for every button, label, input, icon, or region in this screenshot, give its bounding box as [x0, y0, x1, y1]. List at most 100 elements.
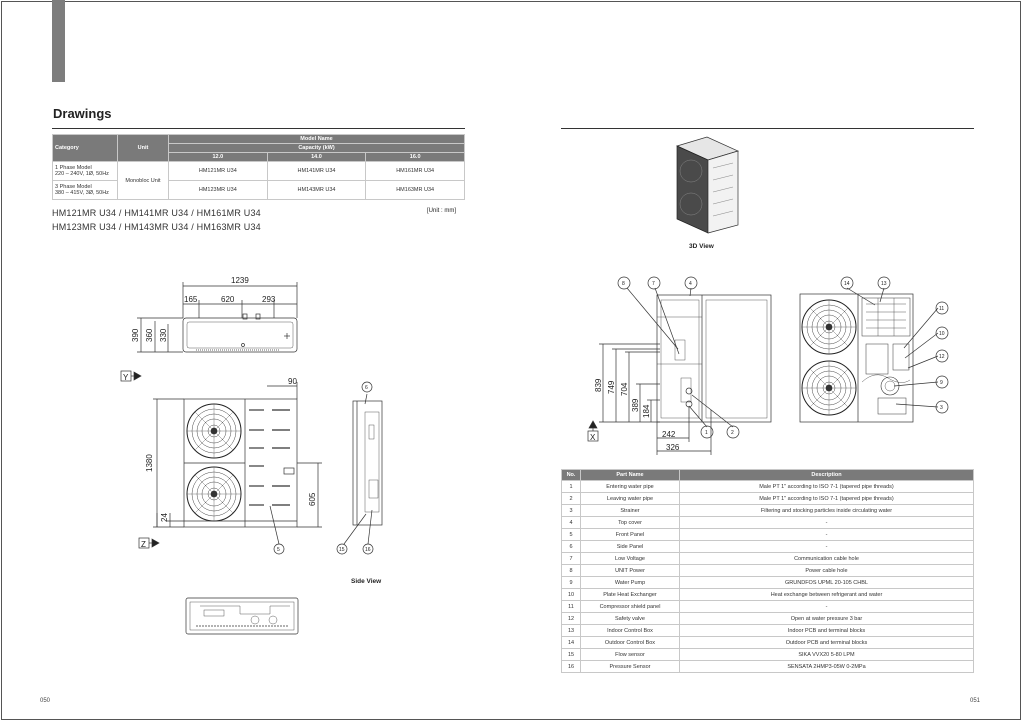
part-number: 2	[561, 492, 581, 505]
part-description: -	[679, 516, 974, 529]
dim-text: 293	[262, 295, 276, 304]
dim-text: 389	[631, 398, 640, 412]
dim-text: 620	[221, 295, 235, 304]
part-name: Plate Heat Exchanger	[580, 588, 680, 601]
part-name: Strainer	[580, 504, 680, 517]
part-number: 9	[561, 576, 581, 589]
callout-label: 12	[939, 354, 945, 360]
part-name: UNIT Power	[580, 564, 680, 577]
part-description: Male PT 1" according to ISO 7-1 (tapered…	[679, 480, 974, 493]
part-number: 3	[561, 504, 581, 517]
dim-text: 1239	[231, 276, 249, 285]
part-name: Water Pump	[580, 576, 680, 589]
part-name: Leaving water pipe	[580, 492, 680, 505]
part-number: 16	[561, 660, 581, 673]
callout-label: 1	[705, 430, 708, 436]
callout-label: 7	[652, 281, 655, 287]
axis-y-marker	[120, 370, 142, 382]
part-description: Outdoor PCB and terminal blocks	[679, 636, 974, 649]
header-category: Category	[52, 134, 118, 162]
callout-label: 2	[731, 430, 734, 436]
part-description: Communication cable hole	[679, 552, 974, 565]
part-name: Side Panel	[580, 540, 680, 553]
callout-label: 14	[844, 281, 850, 287]
dim-text: 839	[594, 378, 603, 392]
part-number: 12	[561, 612, 581, 625]
axis-label-y: Y	[123, 373, 129, 382]
front-view	[153, 382, 322, 555]
title-rule-right	[561, 128, 974, 129]
internal-view	[799, 276, 949, 423]
part-number: 10	[561, 588, 581, 601]
side-view	[336, 381, 383, 555]
part-description: -	[679, 600, 974, 613]
part-number: 15	[561, 648, 581, 661]
part-description: Power cable hole	[679, 564, 974, 577]
part-description: Male PT 1" according to ISO 7-1 (tapered…	[679, 492, 974, 505]
part-number: 11	[561, 600, 581, 613]
part-description: SIKA VVX20 5-80 LPM	[679, 648, 974, 661]
label-side-view: Side View	[351, 578, 382, 585]
part-number: 1	[561, 480, 581, 493]
axis-label-z: Z	[141, 540, 146, 549]
header-part-name: Part Name	[580, 469, 680, 481]
header-no: No.	[561, 469, 581, 481]
part-name: Flow sensor	[580, 648, 680, 661]
dim-text: 184	[642, 404, 651, 418]
part-number: 4	[561, 516, 581, 529]
rear-view	[599, 276, 772, 455]
dim-text: 242	[662, 430, 676, 439]
axis-z-marker	[138, 537, 160, 549]
dim-text: 360	[145, 328, 154, 342]
dim-text: 390	[131, 328, 140, 342]
part-number: 14	[561, 636, 581, 649]
part-number: 6	[561, 540, 581, 553]
part-description: Heat exchange between refrigerant and wa…	[679, 588, 974, 601]
axis-x-marker	[587, 420, 599, 442]
header-description: Description	[679, 469, 974, 481]
unit-note: [Unit : mm]	[427, 208, 457, 214]
page-number-right: 051	[970, 698, 981, 704]
part-name: Safety valve	[580, 612, 680, 625]
callout-label: 9	[940, 380, 943, 386]
axis-label-x: X	[590, 433, 596, 442]
part-description: GRUNDFOS UPML 20-105 CHBL	[679, 576, 974, 589]
dim-text: 704	[620, 382, 629, 396]
label-3d-view: 3D View	[689, 243, 714, 250]
part-name: Compressor shield panel	[580, 600, 680, 613]
part-number: 7	[561, 552, 581, 565]
part-description: Open at water pressure 3 bar	[679, 612, 974, 625]
callout-label: 10	[939, 331, 945, 337]
unit-cell: Monobloc Unit	[117, 161, 169, 200]
model-table: Category Unit Model Name Capacity (kW) 1…	[52, 134, 465, 200]
callout-label: 3	[940, 405, 943, 411]
dim-text: 24	[160, 513, 169, 522]
part-number: 5	[561, 528, 581, 541]
part-description: Indoor PCB and terminal blocks	[679, 624, 974, 637]
part-name: Indoor Control Box	[580, 624, 680, 637]
page-title: Drawings	[53, 106, 112, 121]
callout-label: 11	[939, 306, 944, 312]
part-description: Filtering and stocking particles inside …	[679, 504, 974, 517]
callout-label: 16	[365, 547, 371, 553]
dim-text: 1380	[145, 454, 154, 472]
dim-text: 605	[308, 492, 317, 506]
callout-label: 6	[365, 385, 368, 391]
part-description: -	[679, 540, 974, 553]
page-number-left: 050	[40, 698, 51, 704]
